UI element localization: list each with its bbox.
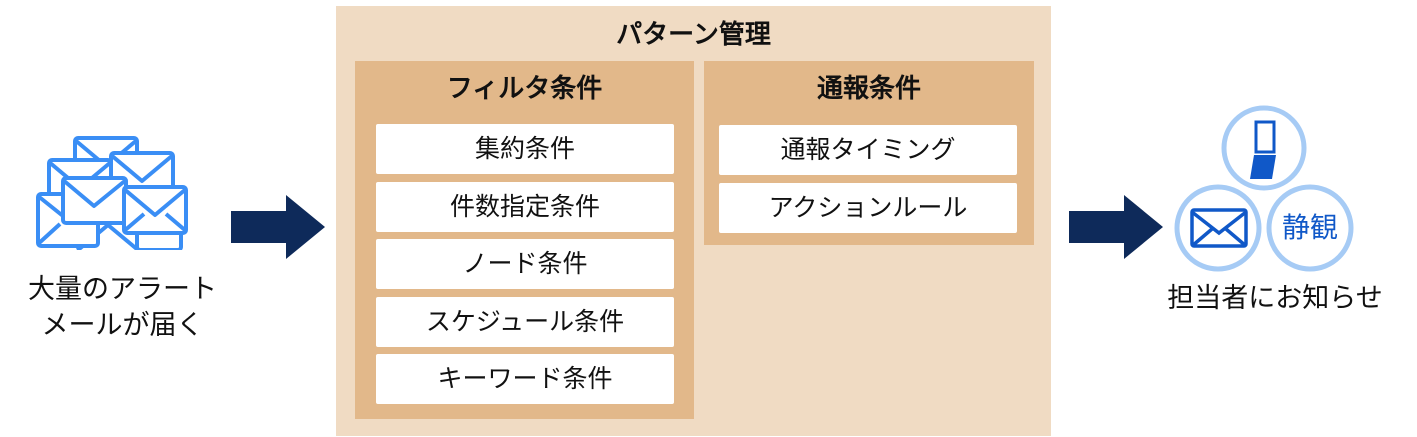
filter-item: 集約条件 (376, 124, 674, 174)
right-arrow-icon (231, 195, 325, 259)
envelope-icon (122, 185, 188, 235)
filter-item: スケジュール条件 (376, 297, 674, 347)
mobile-phone-icon (1250, 120, 1276, 179)
mail-icon (1190, 208, 1248, 248)
watch-circle (1266, 184, 1354, 272)
target-label: 担当者にお知らせ (1167, 283, 1383, 314)
notify-item: 通報タイミング (719, 125, 1017, 175)
notify-item: アクションルール (719, 183, 1017, 233)
mail-circle (1174, 184, 1262, 272)
filter-title: フィルタ条件 (446, 74, 603, 104)
notify-title: 通報条件 (816, 74, 921, 104)
envelope-icon (61, 176, 128, 225)
source-label: 大量のアラート メールが届く (0, 272, 245, 344)
watch-label: 静観 (1281, 211, 1338, 244)
source-label-line: 大量のアラート (28, 274, 217, 305)
notification-methods-icon (1174, 105, 1354, 272)
right-arrow-icon (1069, 195, 1163, 259)
filter-item: ノード条件 (376, 239, 674, 289)
pattern-title: パターン管理 (616, 20, 771, 50)
filter-item: 件数指定条件 (376, 182, 674, 232)
alert-mails-icon (36, 136, 188, 250)
filter-item: キーワード条件 (376, 354, 674, 404)
source-label-line: メールが届く (41, 310, 204, 341)
phone-circle (1221, 105, 1307, 191)
